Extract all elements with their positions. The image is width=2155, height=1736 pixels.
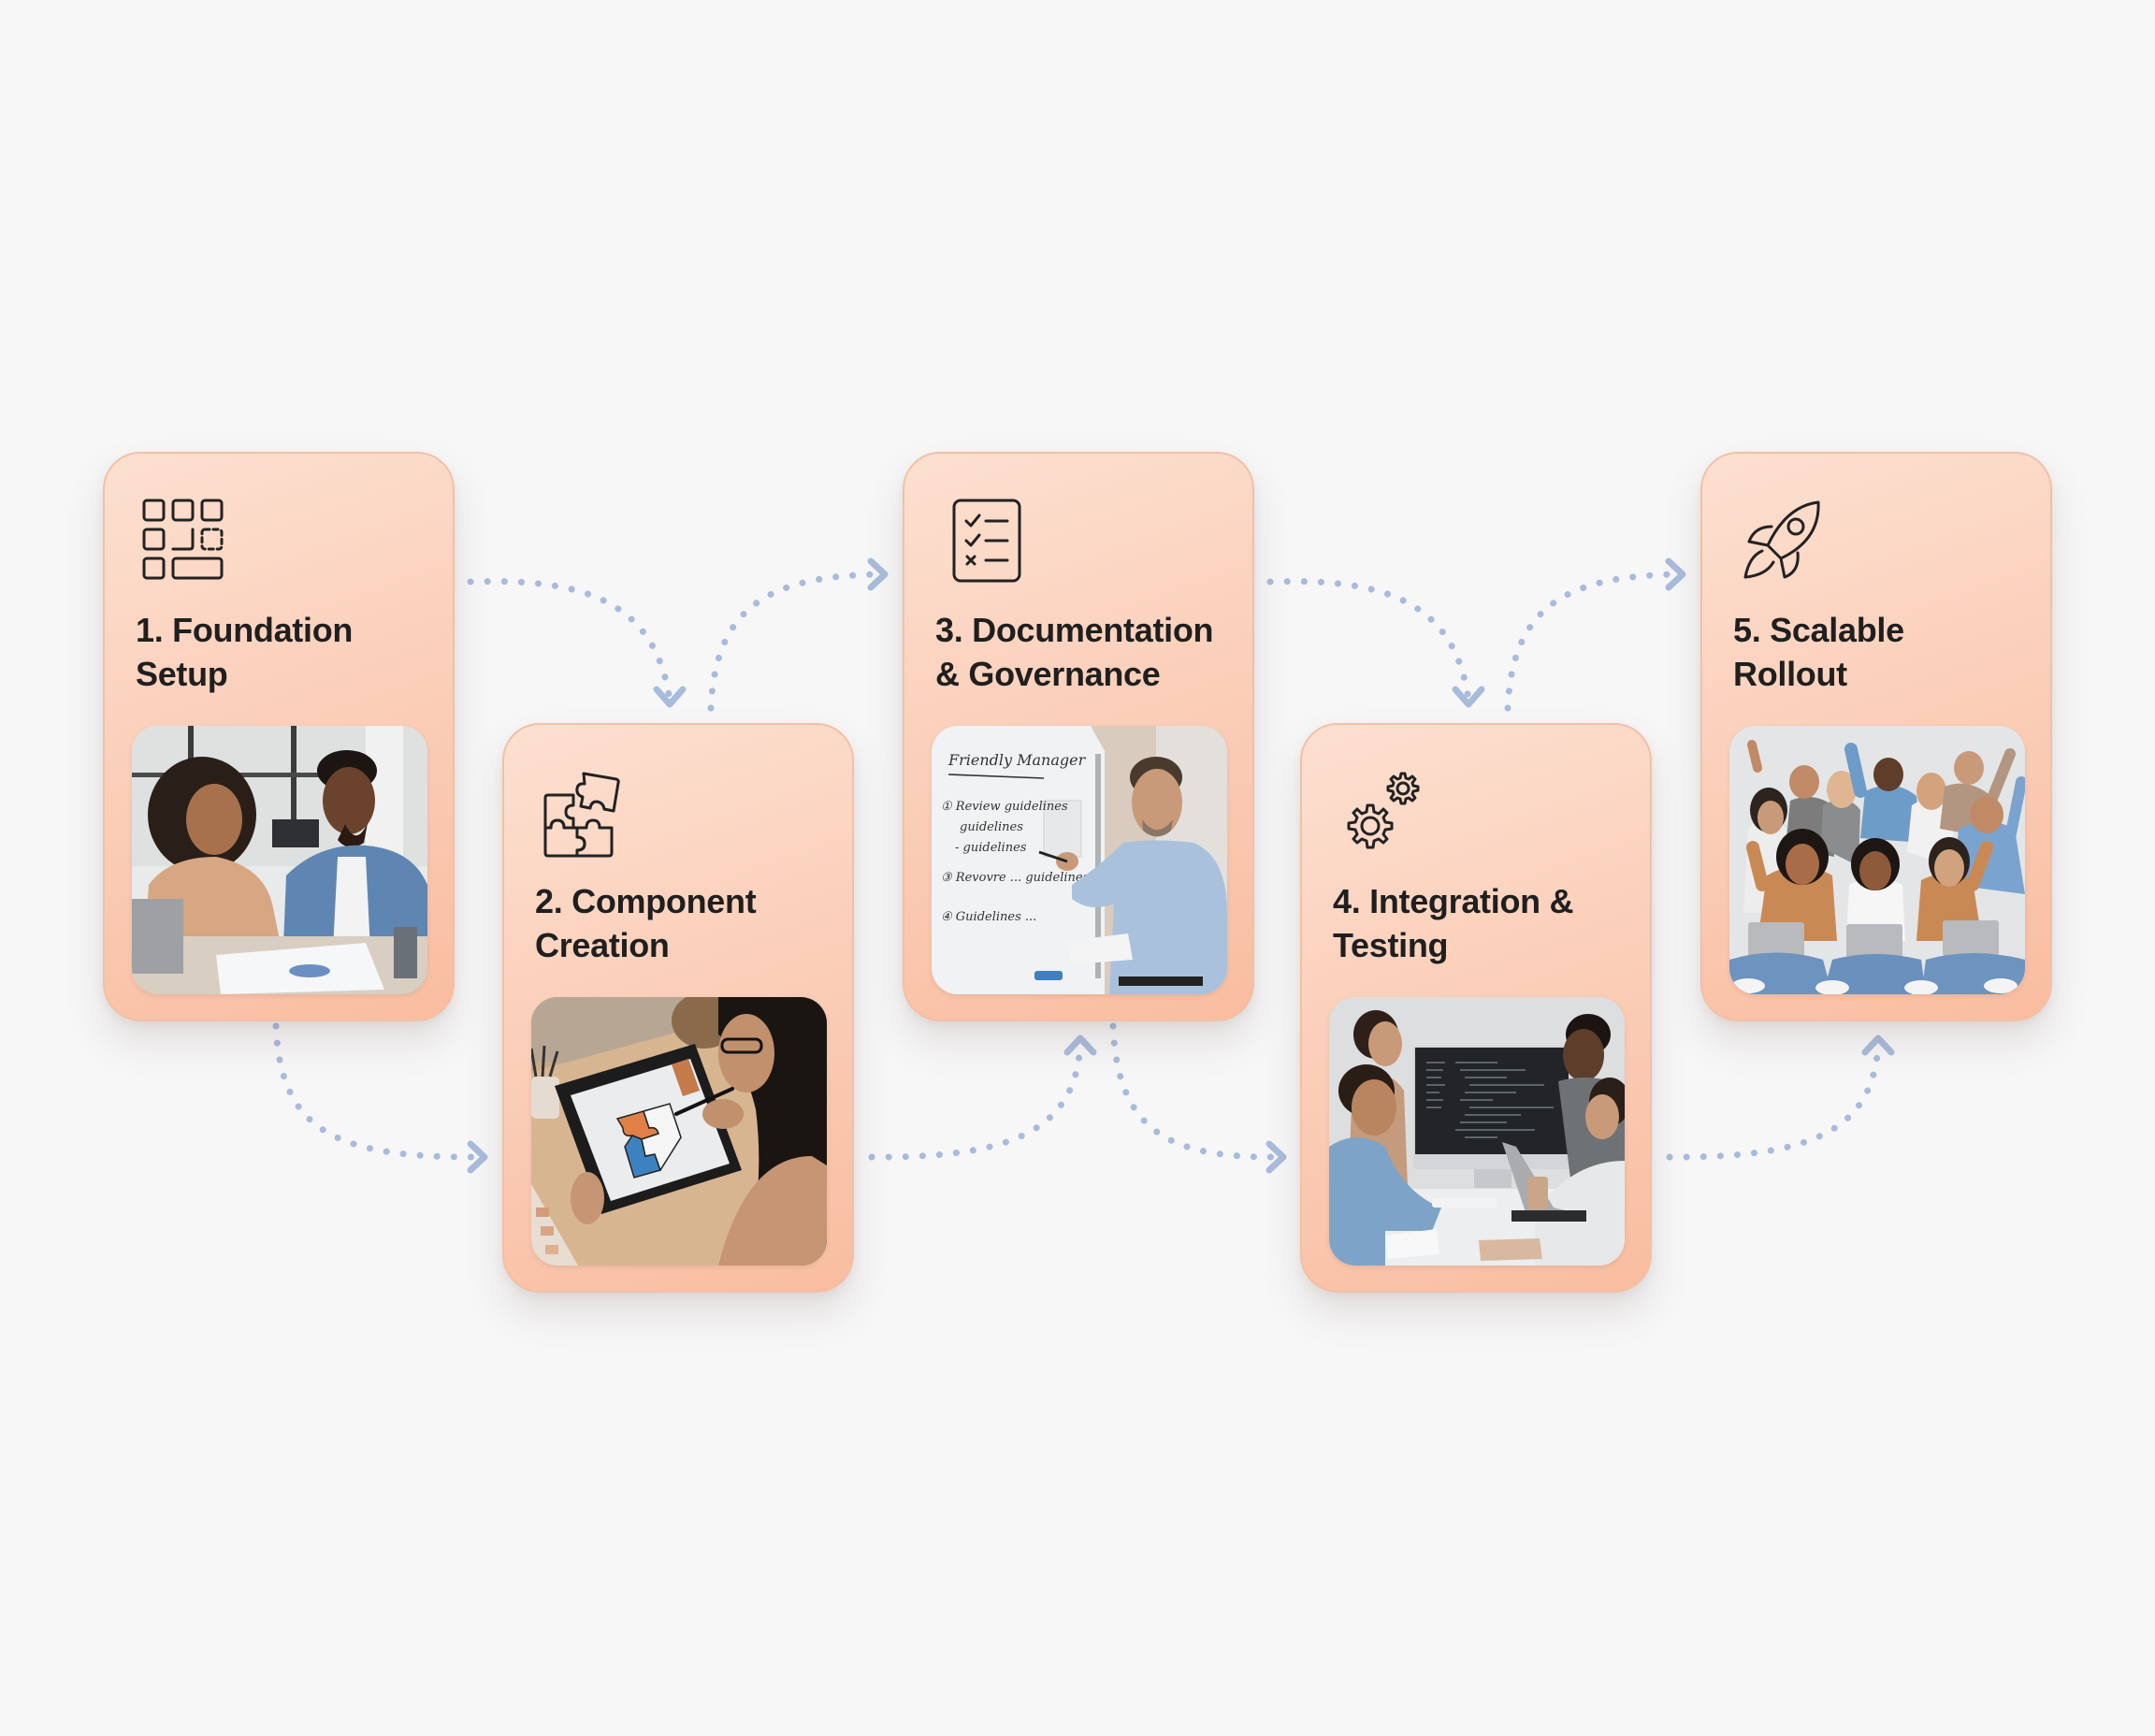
step-title: 1. Foundation Setup <box>136 608 438 696</box>
step-title-line-2: Creation <box>535 926 670 964</box>
step-title-line-1: 2. Component <box>535 882 757 920</box>
step-title-line-1: 1. Foundation <box>136 611 354 649</box>
step-title: 5. Scalable Rollout <box>1733 608 2035 696</box>
gears-icon <box>1339 770 1425 856</box>
connector-1-2-bottom <box>272 1022 488 1174</box>
step-title-line-2: Setup <box>136 655 228 693</box>
step-card-5: 5. Scalable Rollout <box>1700 452 2052 1021</box>
connector-3-4-top <box>1266 578 1485 708</box>
whiteboard-line: ① Review guidelines <box>941 800 1068 814</box>
connector-4-5-bottom <box>1666 1034 1895 1161</box>
step-card-1: 1. Foundation Setup <box>103 452 455 1021</box>
step-title-line-2: Testing <box>1333 926 1449 964</box>
step-title-line-2: & Governance <box>935 655 1161 693</box>
step-title-line-2: Rollout <box>1733 655 1847 693</box>
step-card-3: 3. Documentation & Governance Friendly M… <box>903 452 1254 1021</box>
step-title-line-1: 3. Documentation <box>935 611 1214 649</box>
step-title-line-1: 4. Integration & <box>1333 882 1574 920</box>
grid-layout-icon <box>142 499 228 585</box>
step-title: 4. Integration & Testing <box>1333 879 1635 967</box>
connector-1-2-top <box>467 578 687 708</box>
step-photo-colleagues-meeting <box>132 726 427 994</box>
rocket-icon <box>1740 499 1826 585</box>
whiteboard-line: - guidelines <box>955 841 1027 855</box>
whiteboard-line: guidelines <box>960 820 1023 834</box>
step-title: 3. Documentation & Governance <box>935 608 1237 696</box>
step-card-4: 4. Integration & Testing <box>1300 723 1652 1293</box>
step-photo-tablet-design <box>531 997 827 1266</box>
step-title-line-1: 5. Scalable <box>1733 611 1904 649</box>
puzzle-icon <box>542 770 628 858</box>
step-photo-team-celebration <box>1729 726 2025 994</box>
connector-2-3-bottom <box>868 1034 1097 1161</box>
whiteboard-line: ④ Guidelines ... <box>941 910 1036 924</box>
whiteboard-heading: Friendly Manager <box>947 751 1087 769</box>
connector-3-4-bottom <box>1109 1022 1287 1174</box>
connector-2-3-top <box>707 557 889 712</box>
step-title: 2. Component Creation <box>535 879 837 967</box>
step-photo-code-review <box>1329 997 1625 1266</box>
whiteboard-line: ③ Revovre ... guidelines <box>941 871 1090 885</box>
connector-4-5-top <box>1504 557 1686 712</box>
step-card-2: 2. Component Creation <box>502 723 854 1293</box>
step-photo-whiteboard-presentation: Friendly Manager ① Review guidelines gui… <box>932 726 1227 994</box>
checklist-icon <box>942 499 1028 585</box>
